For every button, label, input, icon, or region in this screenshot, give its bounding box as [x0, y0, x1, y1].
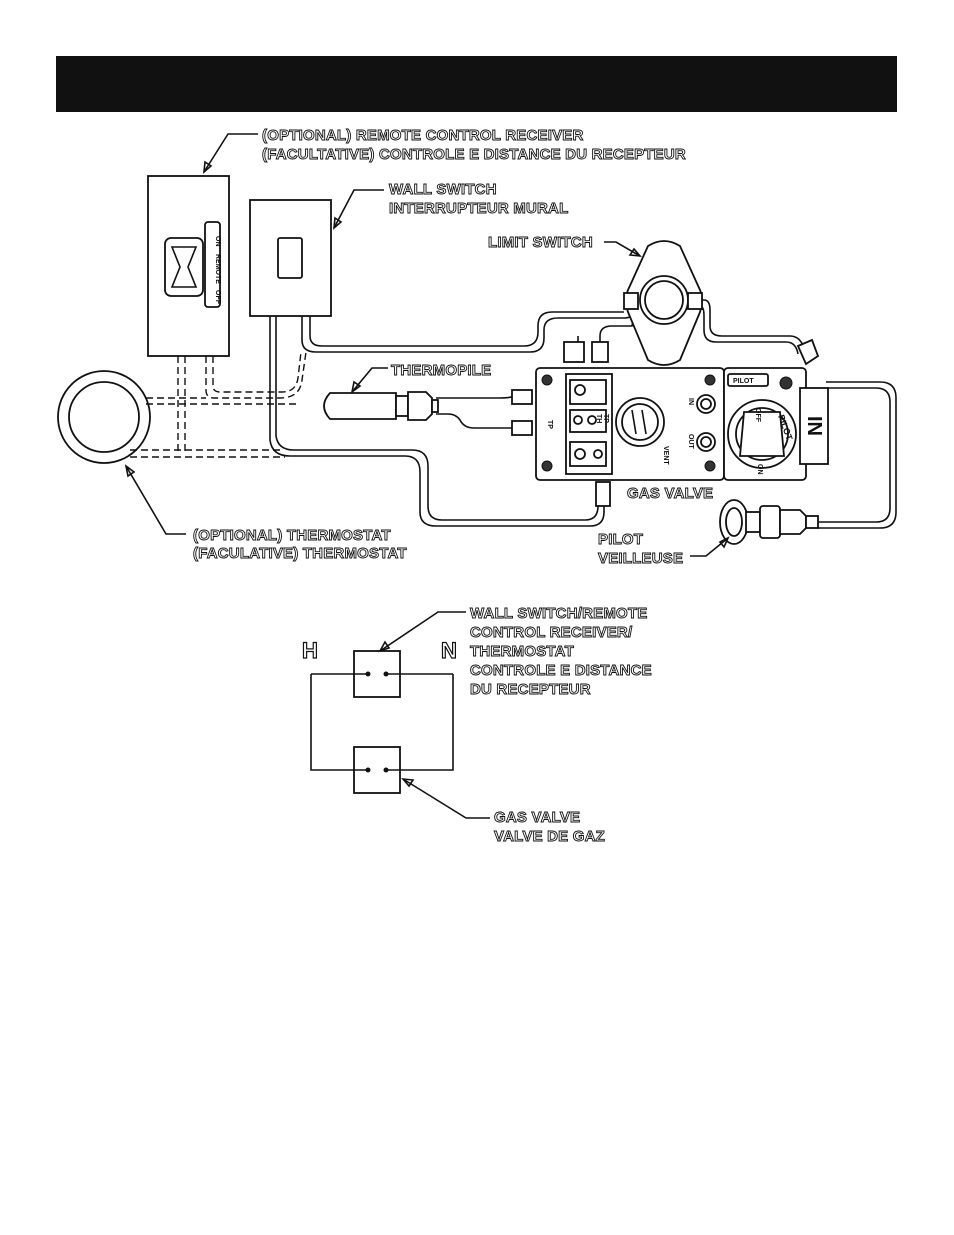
gas-valve-label: GAS VALVE [627, 485, 713, 502]
th-terminal-text: TH [595, 414, 602, 423]
thermopile [323, 391, 439, 421]
schematic-top-label-3: THERMOSTAT [470, 643, 574, 660]
schematic-top-label-4: CONTROLE E DISTANCE [470, 662, 652, 679]
pilot-tag-text: PILOT [733, 378, 754, 385]
thermopile-label: THERMOPILE [391, 362, 491, 379]
receiver-remote-text: REMOTE [214, 254, 221, 284]
vent-text: VENT [662, 446, 669, 465]
optional-dashed-wiring [130, 351, 307, 458]
limit-switch-label: LIMIT SWITCH [488, 234, 593, 251]
off-text: OFF [754, 408, 761, 423]
remote-receiver-label-fr: (FACULTATIVE) CONTROLE E DISTANCE DU REC… [262, 146, 686, 163]
remote-receiver-label-en: (OPTIONAL) REMOTE CONTROL RECEIVER [262, 127, 584, 144]
pilot-label-en: PILOT [598, 531, 643, 548]
on-text: ON [756, 464, 763, 475]
in-tap-text: IN [687, 398, 694, 405]
pilot-label-fr: VEILLEUSE [598, 550, 683, 567]
remote-receiver: ON REMOTE OFF [147, 175, 230, 357]
pilot-assembly [719, 499, 819, 545]
wall-switch-label-fr: INTERRUPTEUR MURAL [389, 200, 568, 217]
schematic-n-label: N [441, 638, 457, 663]
limit-switch [623, 240, 703, 366]
schematic-top-label-2: CONTROL RECEIVER/ [470, 624, 633, 641]
solid-wiring [269, 299, 897, 529]
receiver-off-text: OFF [214, 290, 221, 305]
wall-switch [249, 199, 332, 317]
tp-terminal-text: TP [602, 414, 609, 423]
thermostat-label-fr: (FACULATIVE) THERMOSTAT [193, 545, 407, 562]
schematic-bottom-label-2: VALVE DE GAZ [494, 828, 605, 845]
inlet-text: IN [803, 416, 825, 436]
header-bar [56, 56, 897, 112]
schematic-h-label: H [302, 638, 318, 663]
schematic-bottom-label-1: GAS VALVE [494, 809, 580, 826]
schematic: H N WALL SWITCH/REMOTE CONTROL RECEIVER/… [301, 605, 652, 846]
thermostat-label-en: (OPTIONAL) THERMOSTAT [193, 527, 391, 544]
leader-lines [124, 133, 730, 557]
schematic-top-label-5: DU RECEPTEUR [470, 681, 591, 698]
gas-valve: TH TP TP IN OUT VENT OFF ON PILOT PILOT … [535, 367, 829, 481]
receiver-on-text: ON [214, 236, 221, 247]
out-tap-text: OUT [687, 434, 694, 450]
thermostat [57, 370, 151, 464]
schematic-top-label-1: WALL SWITCH/REMOTE [470, 605, 647, 622]
wall-switch-label-en: WALL SWITCH [389, 181, 497, 198]
connectors [511, 338, 820, 507]
tp-terminal-text-2: TP [546, 420, 553, 429]
